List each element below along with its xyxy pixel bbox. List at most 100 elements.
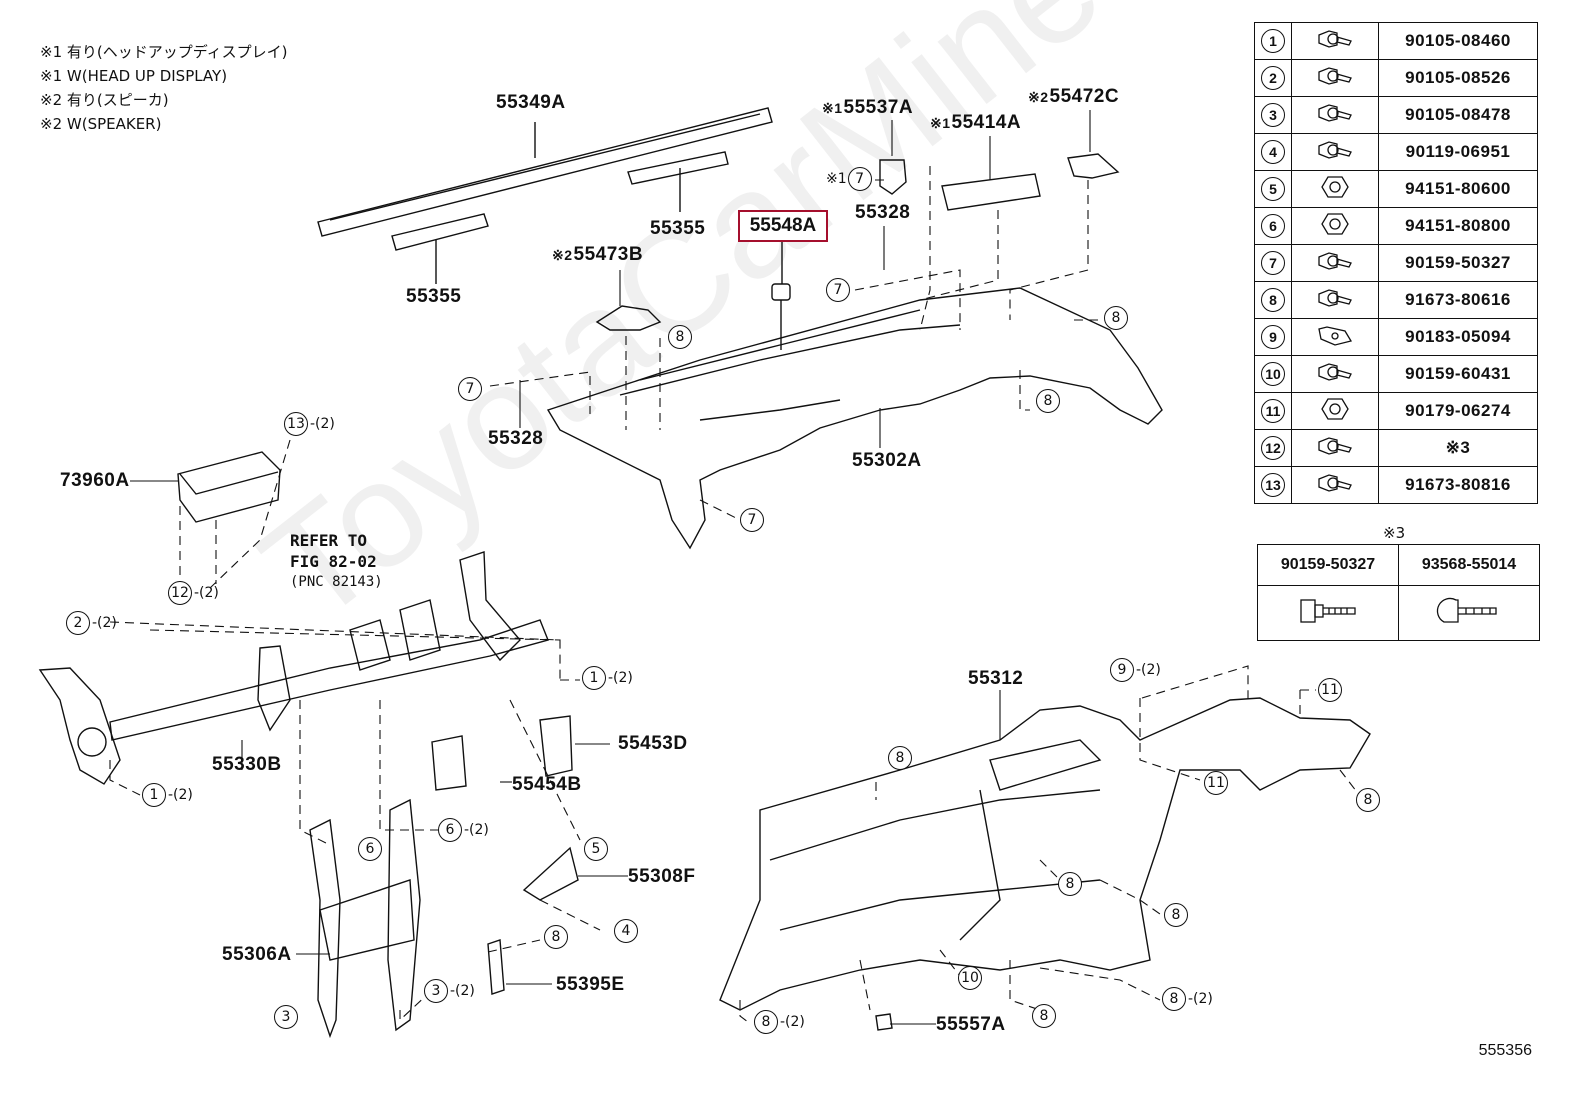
sub-part-number[interactable]: 90159-50327 <box>1257 544 1399 586</box>
fastener-part-number[interactable]: 90183-05094 <box>1378 318 1538 356</box>
part-label-55312[interactable]: 55312 <box>968 668 1024 689</box>
callout-number: 9 <box>1110 658 1134 682</box>
callout-number: 11 <box>1204 771 1228 795</box>
part-label-55355[interactable]: 55355 <box>650 218 706 239</box>
part-label-55454B[interactable]: 55454B <box>512 774 582 795</box>
callout-number: 4 <box>614 919 638 943</box>
part-label-55308F[interactable]: 55308F <box>628 866 696 887</box>
callout-8[interactable]: 8 <box>668 325 692 349</box>
fastener-row[interactable]: 12※3 <box>1254 429 1538 467</box>
part-label-55328[interactable]: 55328 <box>488 428 544 449</box>
callout-3[interactable]: 3 <box>274 1005 298 1029</box>
callout-7[interactable]: 7 <box>458 377 482 401</box>
clip-55557A <box>875 1013 893 1031</box>
fastener-part-number[interactable]: 90159-50327 <box>1378 244 1538 282</box>
callout-6[interactable]: 6 <box>358 837 382 861</box>
callout-1[interactable]: 1-(2) <box>142 783 193 807</box>
refer-note[interactable]: REFER TO FIG 82-02 (PNC 82143) <box>290 530 383 593</box>
callout-1[interactable]: 1-(2) <box>582 666 633 690</box>
fastener-part-number[interactable]: 90105-08478 <box>1378 96 1538 134</box>
callout-13[interactable]: 13-(2) <box>284 412 335 436</box>
part-label-55349A[interactable]: 55349A <box>496 92 566 113</box>
flange-bolt-icon <box>1257 585 1399 641</box>
callout-11[interactable]: 11 <box>1204 771 1228 795</box>
part-label-55472C[interactable]: ※255472C <box>1028 86 1119 108</box>
fastener-index: 7 <box>1254 244 1292 282</box>
callout-8[interactable]: 8 <box>1104 306 1128 330</box>
quantity: -(2) <box>1188 991 1213 1007</box>
callout-8[interactable]: 8 <box>1356 788 1380 812</box>
callout-10[interactable]: 10 <box>958 966 982 990</box>
fastener-part-number[interactable]: 90105-08526 <box>1378 59 1538 97</box>
callout-11[interactable]: 11 <box>1318 678 1342 702</box>
fastener-part-number[interactable]: 90119-06951 <box>1378 133 1538 171</box>
fastener-part-number[interactable]: 91673-80816 <box>1378 466 1538 504</box>
callout-7[interactable]: 7 <box>740 508 764 532</box>
part-label-55453D[interactable]: 55453D <box>618 733 688 754</box>
part-label-55306A[interactable]: 55306A <box>222 944 292 965</box>
bracket-55395E <box>487 939 505 995</box>
part-label-55414A[interactable]: ※155414A <box>930 112 1021 134</box>
note-mark: ※1 <box>822 100 843 116</box>
callout-7[interactable]: 7 <box>826 278 850 302</box>
fastener-part-number[interactable]: ※3 <box>1378 429 1538 467</box>
fastener-row[interactable]: 7 90159-50327 <box>1254 244 1538 282</box>
highlighted-part-55548A[interactable]: 55548A <box>738 210 828 242</box>
callout-number: 6 <box>358 837 382 861</box>
fastener-part-number[interactable]: 90179-06274 <box>1378 392 1538 430</box>
callout-3[interactable]: 3-(2) <box>424 979 475 1003</box>
callout-number: 8 <box>1164 903 1188 927</box>
callout-8[interactable]: 8-(2) <box>754 1010 805 1034</box>
callout-number: 8 <box>1058 872 1082 896</box>
fastener-part-number[interactable]: 90159-60431 <box>1378 355 1538 393</box>
fastener-index: 11 <box>1254 392 1292 430</box>
part-label-55473B[interactable]: ※255473B <box>552 244 643 266</box>
fastener-part-number[interactable]: 91673-80616 <box>1378 281 1538 319</box>
bracket-55453D <box>539 715 573 777</box>
callout-8[interactable]: 8 <box>1036 389 1060 413</box>
part-label-55330B[interactable]: 55330B <box>212 754 282 775</box>
callout-5[interactable]: 5 <box>584 837 608 861</box>
part-label-55302A[interactable]: 55302A <box>852 450 922 471</box>
part-label-55395E[interactable]: 55395E <box>556 974 625 995</box>
fastener-part-number[interactable]: 94151-80600 <box>1378 170 1538 208</box>
part-label-73960A[interactable]: 73960A <box>60 470 130 491</box>
quantity: -(2) <box>780 1014 805 1030</box>
part-label-55328[interactable]: 55328 <box>855 202 911 223</box>
fastener-part-number[interactable]: 94151-80800 <box>1378 207 1538 245</box>
part-label-55537A[interactable]: ※155537A <box>822 97 913 119</box>
callout-8[interactable]: 8 <box>1164 903 1188 927</box>
callout-12[interactable]: 12-(2) <box>168 581 219 605</box>
upper-panel-55302A <box>546 287 1163 550</box>
fastener-part-number[interactable]: 90105-08460 <box>1378 22 1538 60</box>
callout-number: 8 <box>668 325 692 349</box>
sub-part-number[interactable]: 93568-55014 <box>1398 544 1540 586</box>
callout-8[interactable]: 8 <box>888 746 912 770</box>
flange-bolt-icon <box>1291 59 1379 97</box>
callout-9[interactable]: 9-(2) <box>1110 658 1161 682</box>
callout-8[interactable]: 8 <box>1032 1004 1056 1028</box>
part-label-55557A[interactable]: 55557A <box>936 1014 1006 1035</box>
fastener-row[interactable]: 11 90179-06274 <box>1254 392 1538 430</box>
callout-2[interactable]: 2-(2) <box>66 611 117 635</box>
note-mark: ※1 <box>826 171 847 187</box>
callout-number: 11 <box>1318 678 1342 702</box>
callout-8[interactable]: 8-(2) <box>1162 987 1213 1011</box>
part-label-55355[interactable]: 55355 <box>406 286 462 307</box>
callout-8[interactable]: 8 <box>1058 872 1082 896</box>
callout-6[interactable]: 6-(2) <box>438 818 489 842</box>
callout-8[interactable]: 8 <box>544 925 568 949</box>
clip-nut-icon <box>1291 318 1379 356</box>
callout-4[interactable]: 4 <box>614 919 638 943</box>
